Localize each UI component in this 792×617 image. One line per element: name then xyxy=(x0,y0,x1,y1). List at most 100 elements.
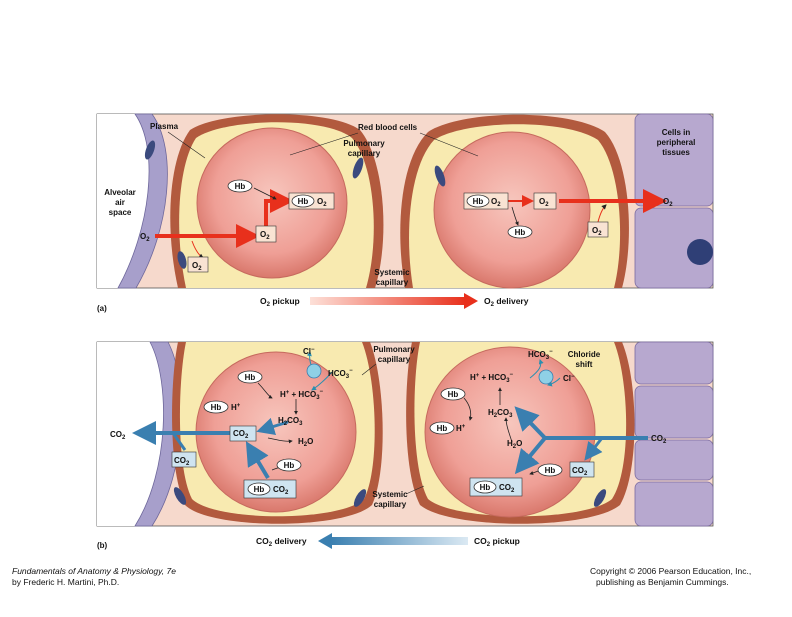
svg-text:Hb: Hb xyxy=(545,466,556,475)
svg-text:Hb: Hb xyxy=(298,197,309,206)
svg-text:Hb: Hb xyxy=(235,182,246,191)
svg-text:O2: O2 xyxy=(317,197,327,208)
hco3-label: HCO3− xyxy=(328,368,353,380)
hbh-arrow xyxy=(463,397,473,421)
svg-text:Hb: Hb xyxy=(448,390,459,399)
h-plus-hco3: H+ + HCO3− xyxy=(280,389,324,401)
capillary-nucleus xyxy=(177,251,187,269)
hb-hplus-arrow xyxy=(257,382,273,399)
h2o-label: H2O xyxy=(507,439,522,450)
co2-box-rbc: CO2 xyxy=(229,425,257,442)
svg-text:Hb: Hb xyxy=(284,461,295,470)
publisher-line: publishing as Benjamin Cummings. xyxy=(596,577,729,587)
chloride-shift-label: Chloride xyxy=(568,350,601,359)
o2-thin-plasma xyxy=(597,204,607,223)
h2o-label: H2O xyxy=(298,437,313,448)
pulmonary-capillary-label: capillary xyxy=(378,355,411,364)
pulmonary-capillary-label: capillary xyxy=(348,149,381,158)
svg-text:O2: O2 xyxy=(192,261,202,272)
hb-hplus: Hb H+ xyxy=(429,421,466,435)
co2-delivery-label: CO2 delivery xyxy=(256,536,307,548)
capillary-nucleus xyxy=(173,487,187,505)
svg-text:O2: O2 xyxy=(592,226,602,237)
systemic-capillary-label: capillary xyxy=(374,500,407,509)
pulmonary-capillary-label: Pulmonary xyxy=(373,345,415,354)
pulmonary-capillary-label: Pulmonary xyxy=(343,139,385,148)
tissue-cell xyxy=(634,439,714,481)
o2-alveolar-label: O2 xyxy=(140,232,150,243)
cl-label: Cl− xyxy=(303,347,315,356)
co2-box-plasma: CO2 xyxy=(171,451,197,468)
hbco2-box: Hb CO2 xyxy=(469,477,523,497)
svg-text:O2: O2 xyxy=(539,197,549,208)
h2co3-label: H2CO3 xyxy=(488,408,513,419)
tissue-nucleus xyxy=(687,239,713,265)
hb-release-arrow xyxy=(511,206,519,226)
svg-text:Hb: Hb xyxy=(245,373,256,382)
o2-box-systemic-rbc: O2 xyxy=(533,192,557,210)
panel-b: Hb Hb H+ H+ + HCO3− H2CO3 H2O Cl− HCO3− … xyxy=(96,341,714,550)
o2-arrow-to-hb xyxy=(264,189,294,226)
hb-oval-systemic: Hb xyxy=(507,225,533,239)
co2-to-hb xyxy=(514,436,547,475)
svg-text:Hb: Hb xyxy=(480,483,491,492)
capillary-nucleus xyxy=(352,157,364,179)
panel-a-tag: (a) xyxy=(97,304,107,313)
hb-oval: Hb xyxy=(227,179,253,193)
book-edition: , 7e xyxy=(161,566,176,576)
peripheral-cells-label: Cells in xyxy=(662,128,691,137)
capillary-nucleus xyxy=(353,489,367,507)
hco3-label: HCO3− xyxy=(528,349,553,361)
svg-text:H+: H+ xyxy=(456,424,466,433)
co2-from-h2co3 xyxy=(256,417,289,436)
tissue-cell xyxy=(634,385,714,439)
hb-hplus: Hb H+ xyxy=(203,400,241,414)
copyright-line: Copyright © 2006 Pearson Education, Inc.… xyxy=(590,566,752,576)
plasma-label: Plasma xyxy=(150,122,179,131)
svg-text:Hb: Hb xyxy=(437,424,448,433)
hb-oval: Hb xyxy=(237,370,263,384)
chloride-shift-label: shift xyxy=(576,360,593,369)
tissue-cell xyxy=(634,341,714,385)
co2-exhaled-label: CO2 xyxy=(110,430,126,441)
svg-text:CO2: CO2 xyxy=(233,429,249,440)
co2-from-hb xyxy=(245,441,270,480)
o2-delivery-label: O2 delivery xyxy=(484,296,529,308)
svg-text:Hb: Hb xyxy=(473,197,484,206)
alveolar-space-label: Alveolar xyxy=(104,188,136,197)
o2-box-systemic-plasma: O2 xyxy=(587,221,609,238)
alveolus-membrane xyxy=(117,113,168,289)
cl-in-arrow xyxy=(547,377,561,387)
cl-label: Cl− xyxy=(563,374,575,383)
hbo2-box-systemic: Hb O2 xyxy=(463,192,509,210)
rbc-systemic xyxy=(433,131,591,289)
h2co3-label: H2CO3 xyxy=(278,416,303,427)
footer-copyright: Copyright © 2006 Pearson Education, Inc.… xyxy=(590,566,751,588)
alveolar-space-label: space xyxy=(109,208,132,217)
o2-pickup-label: O2 pickup xyxy=(260,296,300,308)
tissue-cell xyxy=(634,113,714,207)
co2-plasma-path xyxy=(171,432,187,451)
svg-text:O2: O2 xyxy=(663,197,673,208)
systemic-capillary-label: Systemic xyxy=(374,268,410,277)
hb-bind-arrow xyxy=(253,187,277,200)
peripheral-cells-label: peripheral xyxy=(657,138,696,147)
svg-text:CO2: CO2 xyxy=(499,483,515,494)
chloride-transporter xyxy=(538,369,554,385)
hbco2-box: Hb CO2 xyxy=(243,479,297,499)
svg-text:O2: O2 xyxy=(491,197,501,208)
hb-oval-co2: Hb xyxy=(276,458,302,472)
svg-text:CO2: CO2 xyxy=(174,456,190,467)
alveolar-space-label: air xyxy=(115,198,125,207)
o2-direction-head xyxy=(464,293,478,309)
rbc-label: Red blood cells xyxy=(358,123,418,132)
capillary-nucleus xyxy=(434,165,446,187)
hb-oval: Hb xyxy=(537,463,563,477)
svg-text:O2: O2 xyxy=(140,232,150,243)
chloride-transporter xyxy=(306,363,322,379)
tissue-cell xyxy=(634,481,714,527)
co2-box-plasma: CO2 xyxy=(569,461,595,478)
svg-text:Hb: Hb xyxy=(211,403,222,412)
co2-tissue-label: CO2 xyxy=(651,434,667,445)
co2-pickup-label: CO2 pickup xyxy=(474,536,520,548)
